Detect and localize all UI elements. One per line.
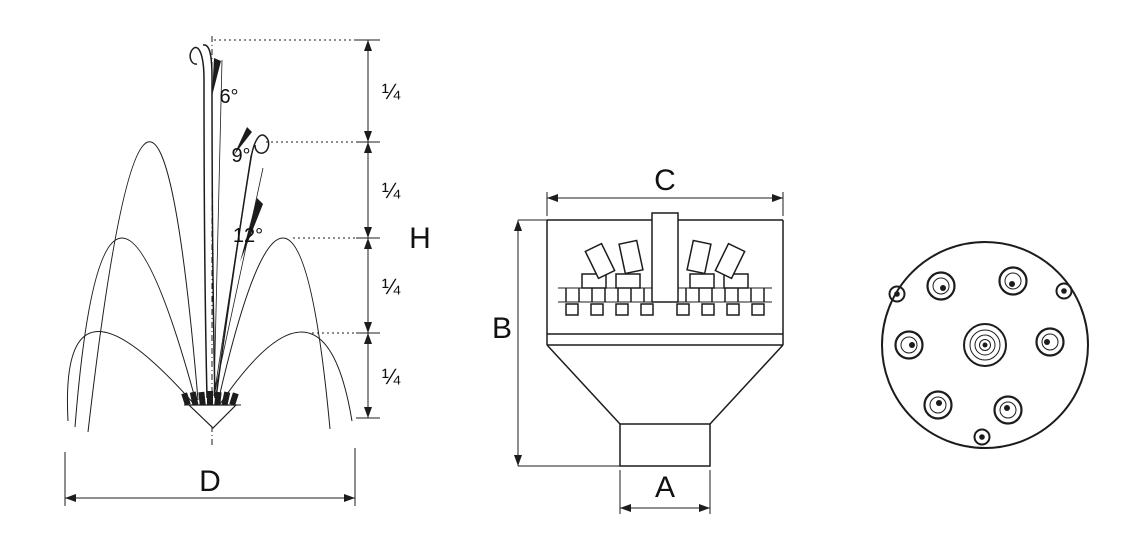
spray-profile-view: 6° 9° 12° ¼ ¼ ¼ ¼ H	[64, 36, 431, 506]
arrowhead	[364, 238, 372, 249]
arrowhead	[364, 40, 372, 51]
quarter-fraction-label: ¼	[382, 364, 401, 389]
side-nozzle-tilted	[714, 242, 746, 280]
nozzle-tip	[221, 391, 231, 406]
top-width-dim-label: C	[654, 164, 676, 197]
nozzle-holder-block	[689, 273, 715, 289]
spray-arc-left-low	[66, 331, 195, 422]
plan-view	[881, 241, 1089, 449]
nozzle-tip	[189, 391, 199, 406]
inlet-width-dim-label: A	[655, 471, 675, 504]
arrowhead	[547, 194, 558, 202]
arrowhead	[514, 455, 522, 466]
center-stem-pipe	[651, 212, 679, 303]
center-jet-path	[189, 46, 208, 399]
angle-label-6deg: 6°	[219, 86, 238, 108]
angle-label-9deg: 9°	[231, 145, 250, 167]
big-nozzle	[993, 395, 1023, 425]
center-nozzle	[963, 323, 1007, 367]
spread-dim-label: D	[199, 465, 221, 498]
quarter-fraction-label: ¼	[382, 178, 401, 203]
arrowhead	[364, 227, 372, 238]
body-height-dim-label: B	[492, 312, 512, 345]
nozzle-tip	[229, 392, 239, 406]
arrowhead	[699, 504, 710, 512]
quarter-fraction-label: ¼	[382, 274, 401, 299]
inlet-pipe	[619, 423, 711, 467]
nozzle-base-cone	[187, 404, 238, 429]
spray-arc-right-low	[219, 331, 353, 422]
angle-wedge-12	[240, 198, 263, 262]
small-nozzle	[888, 285, 906, 303]
inner-jet-path	[215, 134, 270, 399]
manifold-hatching	[565, 288, 765, 302]
center-jet-path	[202, 44, 216, 399]
side-elevation-view: C	[492, 164, 784, 514]
nozzle-tip	[207, 391, 213, 405]
arrowhead	[364, 131, 372, 142]
arrowhead	[364, 333, 372, 344]
arrowhead	[344, 494, 355, 502]
spray-arc-left-mid	[74, 237, 197, 428]
angle-wedge-9	[234, 127, 252, 155]
angle-ray-6	[213, 59, 223, 397]
nozzle-tip	[214, 391, 222, 406]
fitting-nuts-row	[565, 303, 765, 316]
arrowhead	[364, 142, 372, 153]
side-nozzle-tilted	[686, 239, 712, 275]
big-nozzle	[998, 266, 1028, 296]
big-nozzle	[1035, 327, 1065, 357]
angle-label-12deg: 12°	[233, 225, 263, 247]
small-nozzle	[973, 428, 991, 446]
spray-arc-left-tall	[87, 141, 199, 433]
arrowhead	[772, 194, 783, 202]
arrowhead	[364, 322, 372, 333]
funnel-right-edge	[709, 344, 784, 425]
big-nozzle	[923, 390, 953, 420]
quarter-fraction-label: ¼	[382, 79, 401, 104]
big-nozzle	[894, 330, 924, 360]
nozzle-tip	[198, 391, 206, 406]
big-nozzle	[926, 271, 956, 301]
spray-arc-right-mid	[217, 237, 331, 430]
angle-wedge-6	[212, 58, 221, 96]
nozzle-holder-block	[615, 273, 641, 289]
arrowhead	[364, 407, 372, 418]
angle-ray-9	[213, 154, 252, 397]
height-dim-label: H	[409, 222, 431, 255]
arrowhead	[514, 220, 522, 231]
side-nozzle-tilted	[584, 242, 616, 280]
arrowhead	[65, 494, 76, 502]
angle-ray-12	[213, 167, 264, 397]
arrowhead	[620, 504, 631, 512]
small-nozzle	[1055, 282, 1073, 300]
nozzle-tip	[181, 392, 191, 406]
plan-outer-circle	[881, 241, 1089, 449]
side-nozzle-tilted	[618, 239, 644, 275]
funnel-left-edge	[546, 344, 621, 425]
